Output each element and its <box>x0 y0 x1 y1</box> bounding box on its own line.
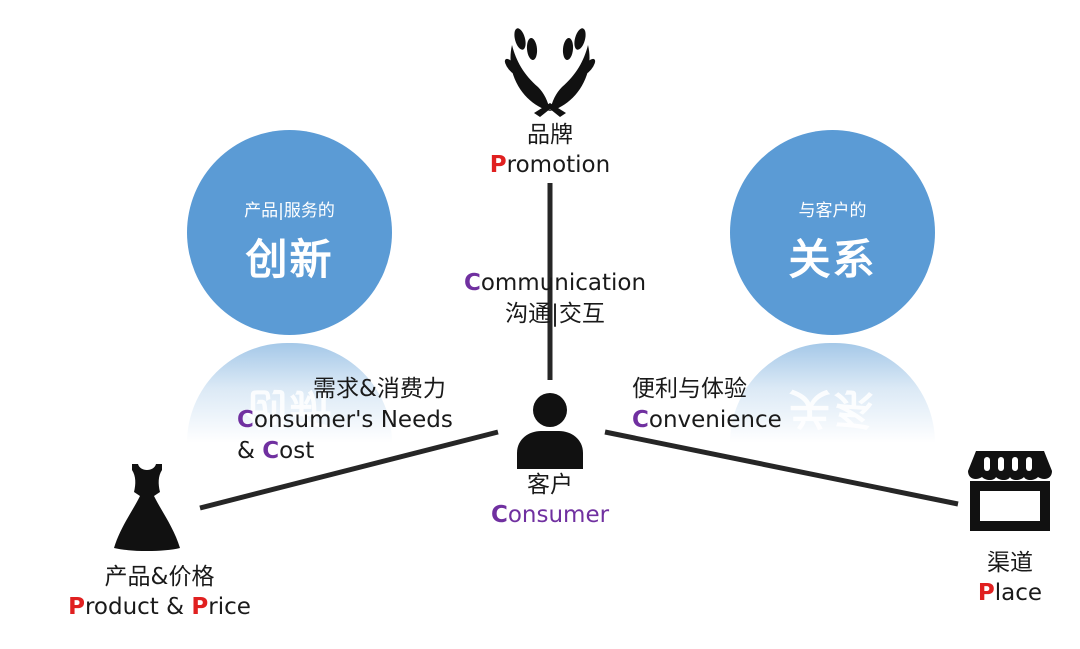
relationship-circle: 与客户的 关系 <box>730 130 935 335</box>
laurel-wreath-icon <box>504 28 596 117</box>
communication-en: Communication <box>450 268 660 299</box>
place-initial: P <box>977 580 995 606</box>
innovation-circle: 产品|服务的 创新 <box>187 130 392 335</box>
cost-rest: ost <box>279 438 315 464</box>
innovation-circle-subtitle: 产品|服务的 <box>244 201 335 221</box>
needs-en: Consumer's Needs <box>237 405 453 436</box>
promotion-initial: P <box>489 152 507 178</box>
person-icon <box>517 393 583 469</box>
promotion-cn: 品牌 <box>527 122 573 148</box>
promotion-label: 品牌 Promotion <box>470 120 630 180</box>
consumer-cn: 客户 <box>527 472 573 498</box>
convenience-initial: C <box>632 407 649 433</box>
place-cn: 渠道 <box>987 550 1033 576</box>
product-rest: roduct & <box>84 594 192 620</box>
convenience-rest: onvenience <box>648 407 782 433</box>
product-cn: 产品&价格 <box>104 564 215 590</box>
convenience-en: Convenience <box>632 405 782 436</box>
needs-cn: 需求&消费力 <box>313 376 446 402</box>
cost-initial: C <box>262 438 280 464</box>
relationship-circle-subtitle: 与客户的 <box>798 201 867 221</box>
communication-cn: 沟通|交互 <box>505 301 605 327</box>
innovation-circle-title: 创新 <box>245 235 334 284</box>
line-consumer-place <box>604 429 959 507</box>
consumer-label: 客户 Consumer <box>470 470 630 530</box>
dress-icon <box>114 464 180 551</box>
place-rest: lace <box>994 580 1043 606</box>
product-initial: P <box>68 594 85 620</box>
communication-rest: ommunication <box>480 270 647 296</box>
line-product-consumer <box>199 429 499 511</box>
consumer-initial: C <box>490 502 508 528</box>
needs-rest: onsumer's Needs <box>253 407 453 433</box>
convenience-cn: 便利与体验 <box>632 376 747 402</box>
price-rest: rice <box>208 594 251 620</box>
product-price-label: 产品&价格 Product & Price <box>42 562 277 622</box>
communication-label: Communication 沟通|交互 <box>450 268 660 330</box>
storefront-icon <box>968 451 1052 531</box>
price-initial: P <box>191 594 209 620</box>
cost-prefix: & <box>237 438 263 464</box>
communication-initial: C <box>463 270 481 296</box>
cost-en: & Cost <box>237 436 453 467</box>
place-label: 渠道 Place <box>950 548 1070 608</box>
consumer-en: Consumer <box>491 502 609 528</box>
relationship-circle-title: 关系 <box>788 235 877 284</box>
promotion-rest: romotion <box>506 152 611 178</box>
needs-cost-label: 需求&消费力 Consumer's Needs & Cost <box>237 374 453 467</box>
needs-initial: C <box>237 407 254 433</box>
consumer-rest: onsumer <box>507 502 610 528</box>
convenience-label: 便利与体验 Convenience <box>632 374 782 436</box>
